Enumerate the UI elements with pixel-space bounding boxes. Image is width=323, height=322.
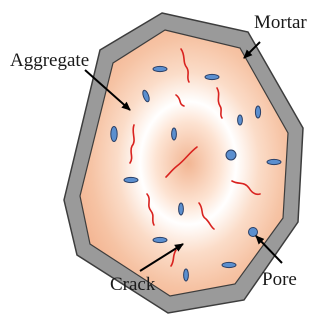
mortar-label: Mortar bbox=[254, 12, 307, 33]
pore bbox=[205, 74, 219, 79]
pore-label: Pore bbox=[262, 269, 297, 290]
crack-label: Crack bbox=[110, 274, 156, 295]
pore bbox=[249, 228, 258, 237]
pore bbox=[267, 159, 281, 164]
pore bbox=[184, 269, 189, 281]
pore bbox=[255, 106, 260, 118]
pore bbox=[153, 66, 167, 71]
pore bbox=[153, 237, 167, 242]
pore bbox=[111, 127, 117, 142]
pore bbox=[179, 203, 184, 215]
aggregate-label: Aggregate bbox=[10, 50, 89, 71]
pore bbox=[124, 177, 138, 182]
pore bbox=[226, 150, 236, 160]
pore bbox=[222, 262, 236, 267]
pore bbox=[238, 115, 243, 125]
pore bbox=[172, 128, 177, 140]
